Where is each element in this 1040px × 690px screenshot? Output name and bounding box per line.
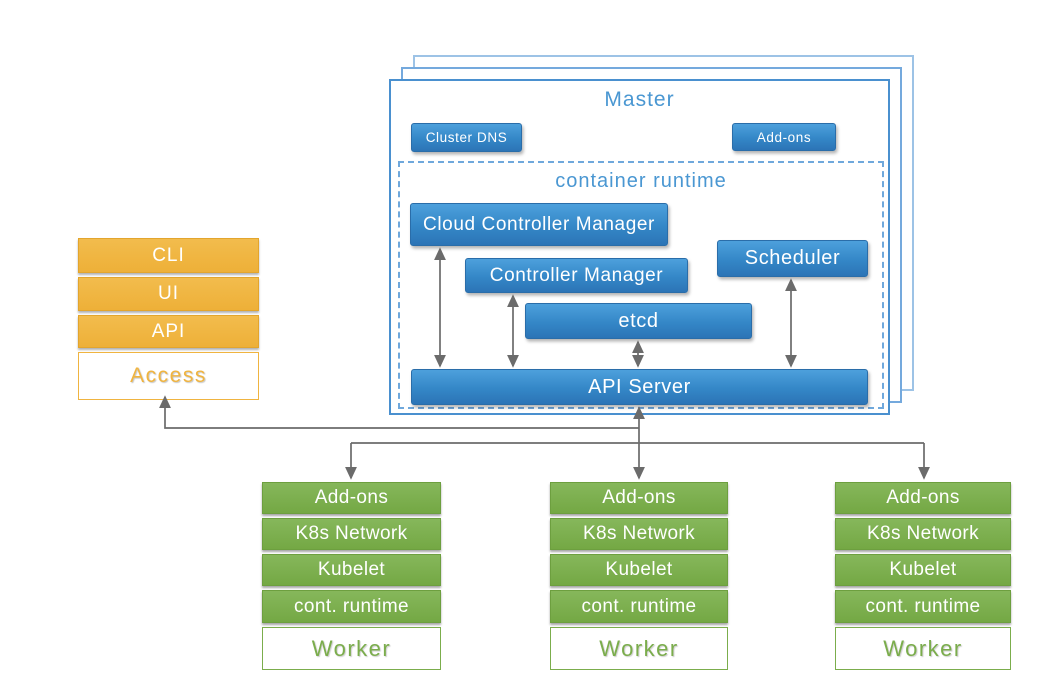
etcd-box: etcd [525, 303, 752, 339]
worker2-cont-runtime-box: cont. runtime [550, 590, 728, 623]
worker2-kubelet-box: Kubelet [550, 554, 728, 586]
worker2-k8s-network-box: K8s Network [550, 518, 728, 550]
worker1-kubelet-box: Kubelet [262, 554, 441, 586]
worker1-k8s-network-box: K8s Network [262, 518, 441, 550]
worker1-cont-runtime-box: cont. runtime [262, 590, 441, 623]
container-runtime-label: container runtime [555, 169, 727, 192]
worker1-add-ons-box: Add-ons [262, 482, 441, 514]
worker-stack-2: Add-ons K8s Network Kubelet cont. runtim… [550, 482, 728, 670]
worker3-kubelet-box: Kubelet [835, 554, 1011, 586]
ui-box: UI [78, 277, 259, 311]
cluster-dns-box: Cluster DNS [411, 123, 522, 152]
controller-manager-box: Controller Manager [465, 258, 688, 293]
add-ons-box: Add-ons [732, 123, 836, 151]
worker-stack-3: Add-ons K8s Network Kubelet cont. runtim… [835, 482, 1011, 670]
worker1-label-box: Worker [262, 627, 441, 670]
access-stack: CLI UI API Access [78, 238, 259, 400]
worker2-label-box: Worker [550, 627, 728, 670]
api-box: API [78, 315, 259, 348]
cloud-controller-manager-box: Cloud Controller Manager [410, 203, 668, 246]
worker3-k8s-network-box: K8s Network [835, 518, 1011, 550]
worker-stack-1: Add-ons K8s Network Kubelet cont. runtim… [262, 482, 441, 670]
worker3-add-ons-box: Add-ons [835, 482, 1011, 514]
access-label-box: Access [78, 352, 259, 400]
master-title: Master [604, 88, 675, 111]
api-server-box: API Server [411, 369, 868, 405]
worker3-label-box: Worker [835, 627, 1011, 670]
cli-box: CLI [78, 238, 259, 273]
worker2-add-ons-box: Add-ons [550, 482, 728, 514]
worker3-cont-runtime-box: cont. runtime [835, 590, 1011, 623]
scheduler-box: Scheduler [717, 240, 868, 277]
